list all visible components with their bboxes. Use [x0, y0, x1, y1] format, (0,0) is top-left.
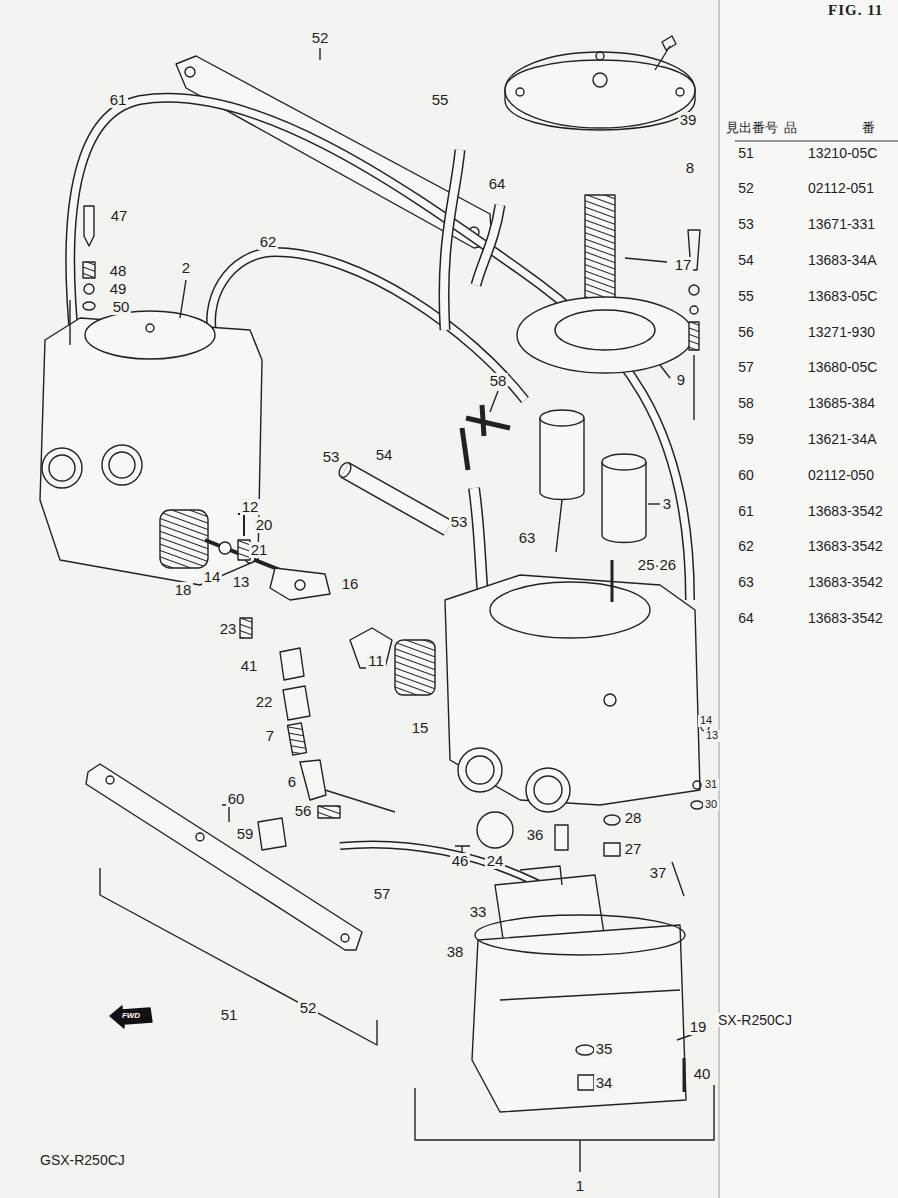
callout-number: 46 [450, 853, 471, 869]
part-number: 13683-3542 [806, 575, 885, 590]
callout-number: 18 [173, 582, 194, 598]
index-number: 52 [736, 181, 756, 196]
callout-number: 8 [684, 160, 696, 176]
index-number: 53 [736, 217, 756, 232]
figure-title: FIG. 11 [826, 2, 885, 19]
index-number: 58 [736, 396, 756, 411]
model-code: GSX-R250CJ [38, 1153, 127, 1168]
part-number: 13683-3542 [806, 504, 885, 519]
callout-number: 39 [678, 112, 699, 128]
index-number: 59 [736, 432, 756, 447]
callout-number: 16 [340, 576, 361, 592]
callout-number: 50 [111, 299, 132, 315]
callout-number: 52 [310, 30, 331, 46]
callout-number: 21 [249, 542, 270, 558]
parts [40, 36, 714, 1172]
index-number: 56 [736, 325, 756, 340]
part-number: 13680-05C [806, 360, 879, 375]
callout-number: 14 [202, 569, 223, 585]
callout-number: 31 [703, 779, 719, 791]
callout-number: 47 [109, 208, 130, 224]
callout-number: 25·26 [636, 557, 678, 573]
callout-number: 59 [235, 826, 256, 842]
callout-number: 37 [648, 865, 669, 881]
callout-number: 7 [264, 728, 276, 744]
index-number: 54 [736, 253, 756, 268]
callout-number: 64 [487, 176, 508, 192]
callout-number: 35 [594, 1041, 615, 1057]
direction-marker: FWD [120, 1012, 142, 1020]
callout-number: 41 [239, 658, 260, 674]
part-number: 13683-3542 [806, 539, 885, 554]
callout-number: 40 [692, 1066, 713, 1082]
part-number: 13685-384 [806, 396, 877, 411]
callout-number: 62 [258, 234, 279, 250]
index-number: 57 [736, 360, 756, 375]
callout-number: 13 [704, 730, 720, 742]
callout-number: 49 [108, 281, 129, 297]
callout-number: 53 [449, 514, 470, 530]
callout-number: 20 [254, 517, 275, 533]
callout-number: 36 [525, 827, 546, 843]
index-number: 51 [736, 146, 756, 161]
callout-number: 17 [673, 257, 694, 273]
callout-number: 57 [372, 886, 393, 902]
index-number: 60 [736, 468, 756, 483]
table-header: 品 [782, 121, 799, 135]
callout-number: 15 [410, 720, 431, 736]
callout-number: 9 [675, 372, 687, 388]
callout-number: 63 [517, 530, 538, 546]
callout-number: 38 [445, 944, 466, 960]
callout-number: 1 [574, 1178, 586, 1194]
callout-number: 55 [430, 92, 451, 108]
callout-number: 11 [366, 653, 386, 669]
part-number: 02112-051 [806, 181, 876, 196]
callout-number: 19 [688, 1019, 709, 1035]
callout-number: 33 [468, 904, 489, 920]
callout-number: 24 [485, 853, 506, 869]
callout-number: 48 [108, 263, 129, 279]
callout-number: 27 [623, 841, 644, 857]
table-header: 見出番号 [724, 121, 780, 135]
callout-number: 61 [108, 92, 129, 108]
callout-number: 34 [594, 1075, 615, 1091]
callout-number: 28 [623, 810, 644, 826]
index-number: 63 [736, 575, 756, 590]
callout-number: 60 [226, 791, 247, 807]
part-number: 13683-05C [806, 289, 879, 304]
index-number: 61 [736, 504, 756, 519]
callout-number: 6 [286, 774, 298, 790]
table-header: 番 [860, 121, 877, 135]
part-number: 13683-3542 [806, 611, 885, 626]
callout-number: 13 [231, 574, 252, 590]
part-number: 13683-34A [806, 253, 879, 268]
index-number: 62 [736, 539, 756, 554]
callout-number: 30 [703, 799, 719, 811]
part-number: 13671-331 [806, 217, 877, 232]
model-code: SX-R250CJ [716, 1013, 794, 1028]
part-number: 13621-34A [806, 432, 879, 447]
part-number: 02112-050 [806, 468, 876, 483]
callout-number: 56 [293, 803, 314, 819]
callout-number: 51 [219, 1007, 240, 1023]
callout-number: 52 [298, 1000, 319, 1016]
index-number: 55 [736, 289, 756, 304]
table-rule [735, 141, 898, 142]
part-number: 13210-05C [806, 146, 879, 161]
part-number: 13271-930 [806, 325, 877, 340]
callout-number: 53 [321, 449, 342, 465]
index-number: 64 [736, 611, 756, 626]
callout-number: 54 [374, 447, 395, 463]
callout-number: 22 [254, 694, 275, 710]
callout-number: 12 [240, 499, 261, 515]
callout-number: 3 [661, 496, 673, 512]
callout-number: 14 [698, 715, 714, 727]
callout-number: 58 [488, 373, 509, 389]
callout-number: 23 [218, 621, 239, 637]
callout-number: 2 [180, 260, 192, 276]
